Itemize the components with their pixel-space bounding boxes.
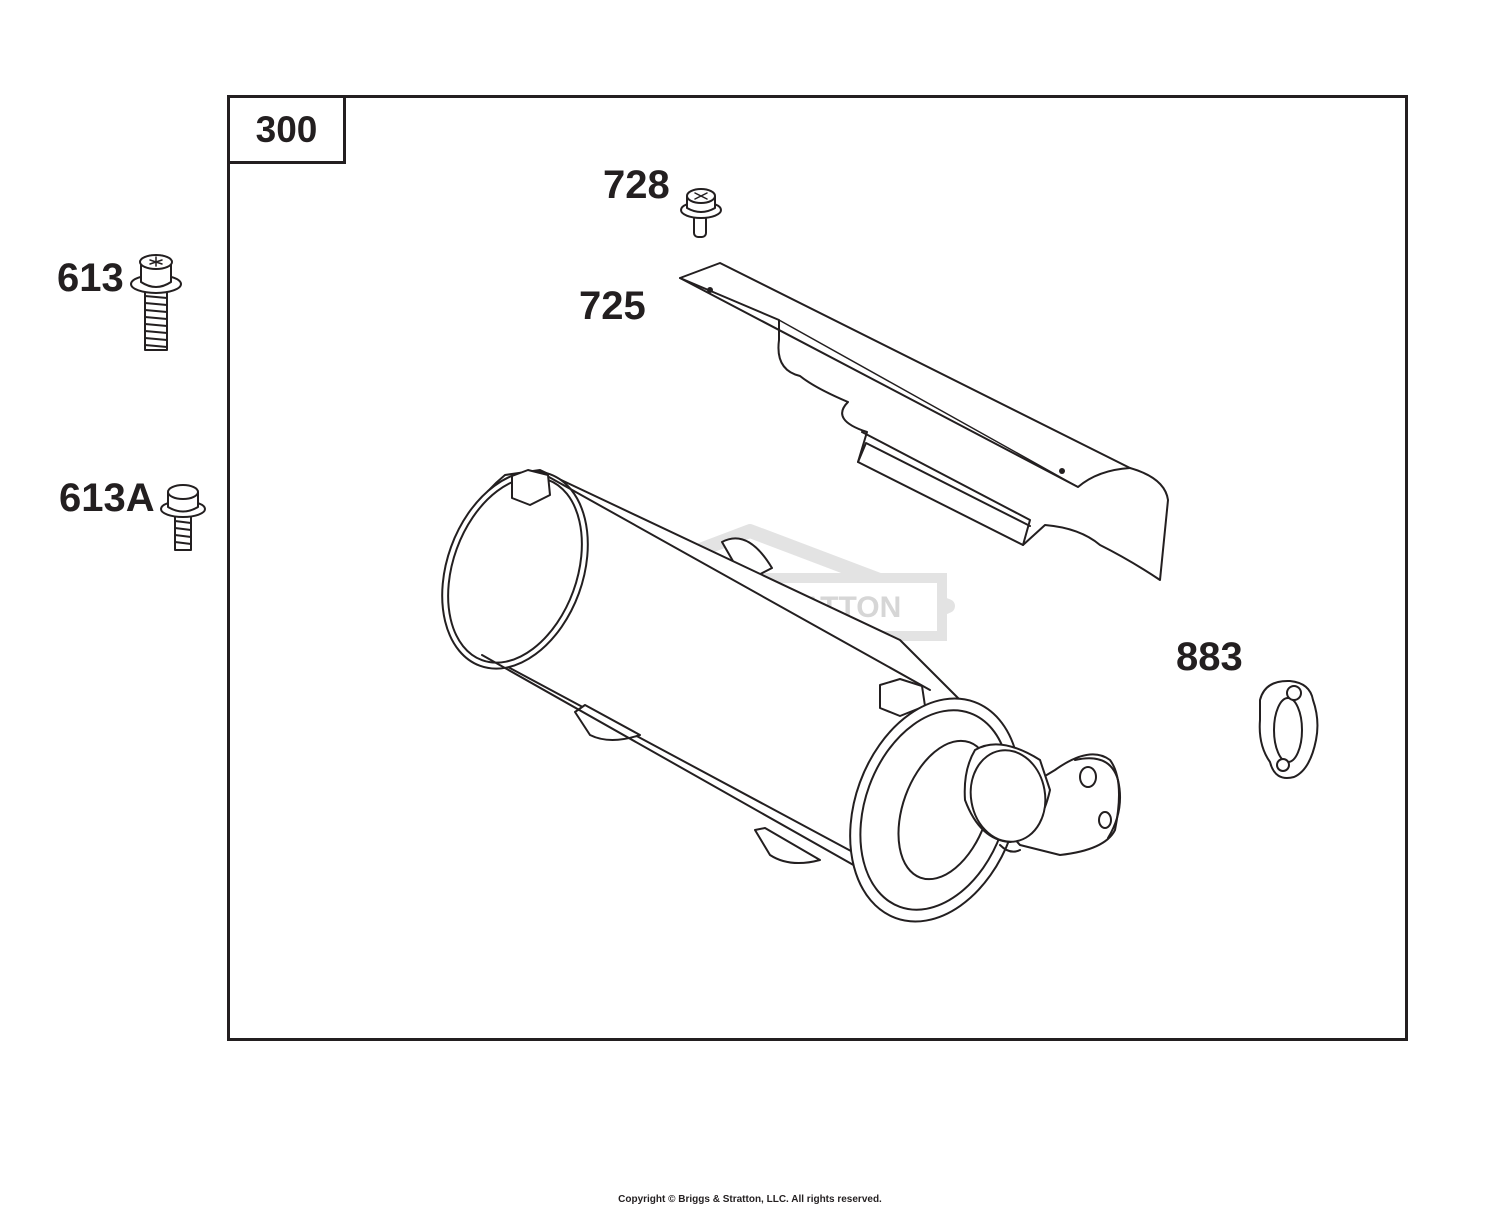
assembly-number: 300 [255,108,318,150]
callout-883[interactable]: 883 [1176,635,1243,679]
assembly-frame [227,95,1408,1041]
callout-613a[interactable]: 613A [59,476,155,520]
gasket-icon[interactable] [1258,679,1319,779]
flange-bolt-long-icon[interactable] [130,254,182,351]
copyright-notice: Copyright © Briggs & Stratton, LLC. All … [618,1194,882,1205]
screw-icon[interactable] [680,188,722,238]
assembly-number-box: 300 [227,95,346,164]
callout-613[interactable]: 613 [57,256,124,300]
callout-728[interactable]: 728 [603,163,670,207]
flange-bolt-short-icon[interactable] [160,484,206,551]
callout-725[interactable]: 725 [579,284,646,328]
muffler-icon[interactable] [416,451,1121,946]
heat-shield-icon[interactable] [679,262,1169,581]
